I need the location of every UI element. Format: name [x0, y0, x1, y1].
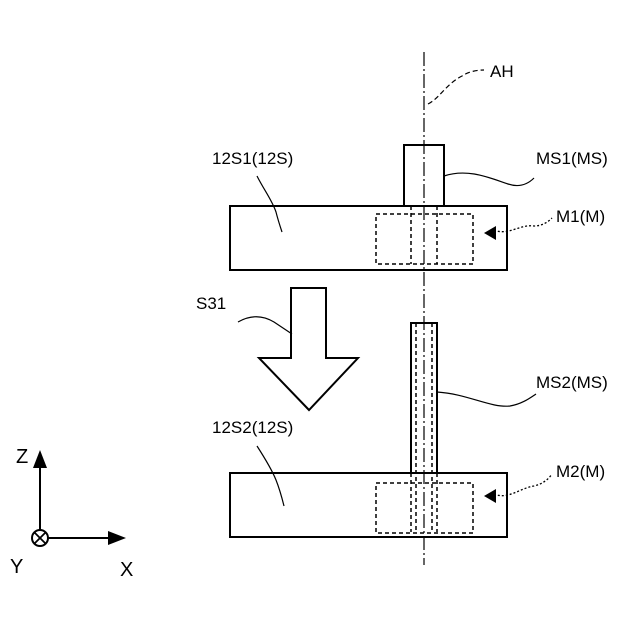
upper-plate-leader [257, 176, 282, 232]
z-axis-arrowhead [33, 450, 47, 468]
lower-shaft-label: MS2(MS) [536, 373, 608, 392]
upper-motor-arrowhead [484, 226, 496, 240]
y-axis-label: Y [10, 556, 23, 578]
upper-shaft-label: MS1(MS) [536, 149, 608, 168]
lower-plate [230, 473, 507, 537]
lower-plate-label: 12S2(12S) [212, 418, 293, 437]
lower-motor-leader [494, 474, 552, 496]
step-label: S31 [196, 294, 226, 313]
x-axis-arrowhead [108, 531, 126, 545]
upper-plate [230, 206, 507, 270]
axis-leader [428, 70, 484, 104]
lower-shaft-leader [437, 392, 536, 406]
lower-motor-arrowhead [484, 489, 496, 503]
axis-label: AH [490, 62, 514, 81]
upper-shaft-leader [444, 173, 534, 186]
upper-motor-leader [494, 218, 552, 232]
x-axis-label: X [120, 559, 133, 581]
upper-motor-label: M1(M) [556, 207, 605, 226]
step-arrow [259, 288, 358, 410]
step-leader [238, 317, 292, 334]
lower-plate-leader [257, 446, 284, 506]
z-axis-label: Z [16, 446, 28, 468]
upper-plate-label: 12S1(12S) [212, 149, 293, 168]
lower-motor-label: M2(M) [556, 462, 605, 481]
